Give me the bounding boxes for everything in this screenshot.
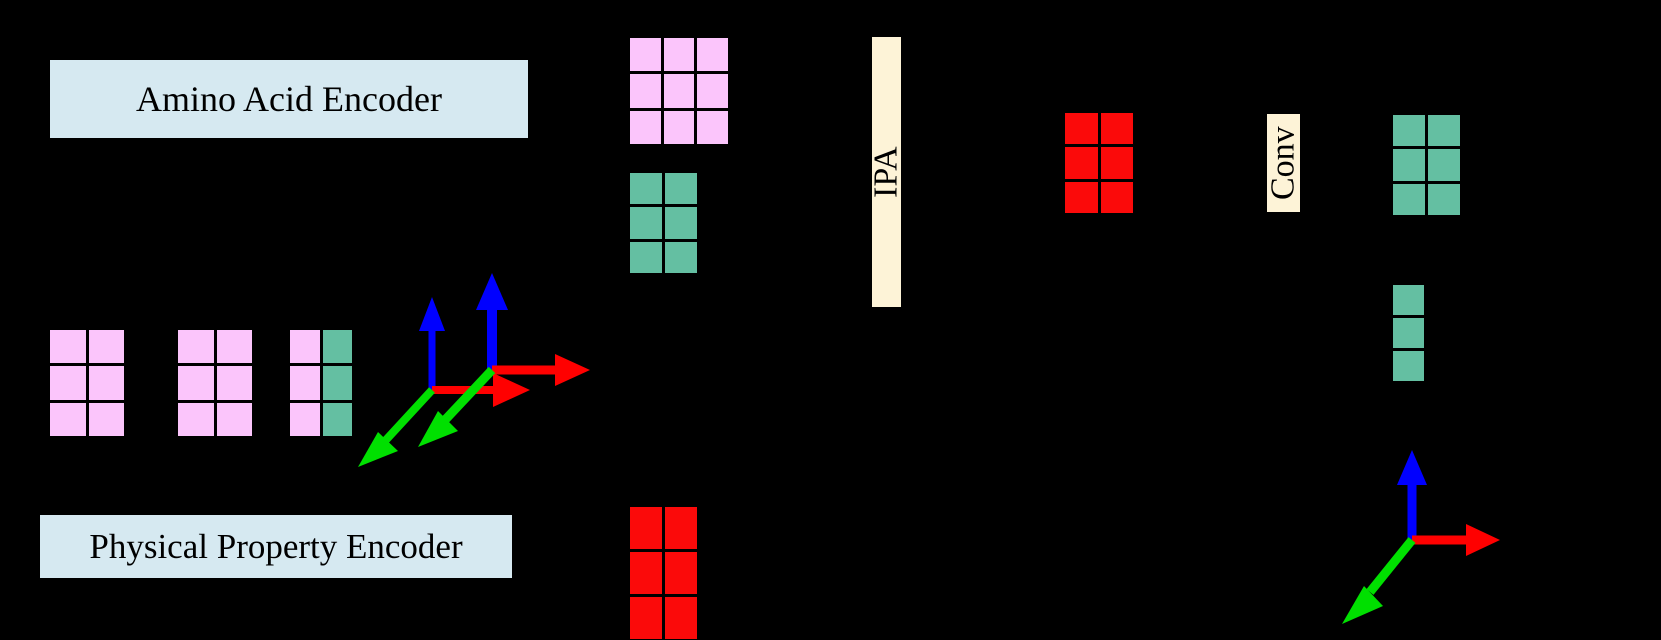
matrix-pp-token-3	[290, 330, 352, 436]
matrix-cell	[630, 74, 661, 108]
axis-frame-output	[1330, 440, 1590, 640]
matrix-cell	[1065, 181, 1098, 213]
matrix-cell	[290, 402, 320, 436]
matrix-cell	[88, 330, 124, 364]
conv-block-label: Conv	[1265, 114, 1302, 212]
matrix-cell	[290, 366, 320, 400]
matrix-cell	[322, 330, 352, 364]
z-axis-icon	[419, 297, 445, 390]
matrix-cell	[697, 110, 728, 144]
matrix-cell	[697, 38, 728, 72]
physical-property-encoder-label: Physical Property Encoder	[40, 515, 512, 578]
matrix-cell	[663, 38, 695, 72]
matrix-cell	[665, 241, 697, 273]
matrix-cell	[1393, 351, 1424, 381]
matrix-cell	[1428, 115, 1460, 147]
matrix-cell	[322, 366, 352, 400]
matrix-cell	[1065, 147, 1098, 179]
y-axis-icon	[418, 366, 496, 447]
x-axis-icon	[1412, 524, 1500, 556]
y-axis-icon	[1342, 537, 1416, 624]
matrix-seq-features-red	[630, 507, 697, 639]
z-axis-icon	[1397, 450, 1427, 540]
matrix-cell	[665, 207, 697, 239]
matrix-cell	[1065, 113, 1098, 145]
matrix-cell	[1428, 183, 1460, 215]
matrix-cell	[178, 402, 214, 436]
matrix-cell	[322, 402, 352, 436]
matrix-cell	[665, 507, 697, 549]
matrix-cell	[50, 366, 86, 400]
matrix-cell	[1428, 149, 1460, 181]
matrix-cell	[1100, 181, 1133, 213]
matrix-cell	[1393, 183, 1425, 215]
y-axis-icon	[358, 387, 435, 467]
matrix-cell	[216, 366, 252, 400]
matrix-cell	[178, 330, 214, 364]
matrix-seq-features-pink	[630, 38, 728, 144]
x-axis-icon	[492, 354, 590, 386]
z-axis-icon	[476, 273, 508, 370]
matrix-cell	[216, 330, 252, 364]
matrix-cell	[290, 330, 320, 364]
matrix-cell	[630, 552, 662, 594]
matrix-cell	[1100, 147, 1133, 179]
matrix-cell	[1393, 285, 1424, 315]
matrix-cell	[1100, 113, 1133, 145]
matrix-cell	[88, 366, 124, 400]
matrix-cell	[630, 110, 661, 144]
matrix-cell	[665, 597, 697, 639]
matrix-cell	[663, 74, 695, 108]
matrix-cell	[1393, 318, 1424, 348]
matrix-cell	[630, 507, 662, 549]
matrix-cell	[178, 366, 214, 400]
x-axis-icon	[432, 373, 530, 407]
matrix-conv-output-teal	[1393, 115, 1460, 215]
axis-frame-input-back	[340, 265, 600, 467]
matrix-cell	[630, 173, 662, 205]
amino-acid-encoder-label: Amino Acid Encoder	[50, 60, 528, 138]
matrix-cell	[88, 402, 124, 436]
matrix-ipa-output-red	[1065, 113, 1133, 213]
matrix-cell	[665, 552, 697, 594]
matrix-cell	[50, 402, 86, 436]
matrix-cell	[665, 173, 697, 205]
matrix-seq-features-teal	[630, 173, 697, 273]
matrix-cell	[697, 74, 728, 108]
matrix-conv-output-teal-column	[1393, 285, 1424, 381]
matrix-cell	[630, 597, 662, 639]
matrix-cell	[50, 330, 86, 364]
matrix-cell	[1393, 115, 1425, 147]
matrix-cell	[630, 38, 661, 72]
axis-frame-input-front	[400, 265, 660, 465]
matrix-cell	[663, 110, 695, 144]
matrix-pp-token-1	[50, 330, 124, 436]
matrix-cell	[216, 402, 252, 436]
ipa-block-label: IPA	[868, 37, 905, 307]
matrix-cell	[630, 241, 662, 273]
matrix-cell	[1393, 149, 1425, 181]
matrix-pp-token-2	[178, 330, 252, 436]
matrix-cell	[630, 207, 662, 239]
